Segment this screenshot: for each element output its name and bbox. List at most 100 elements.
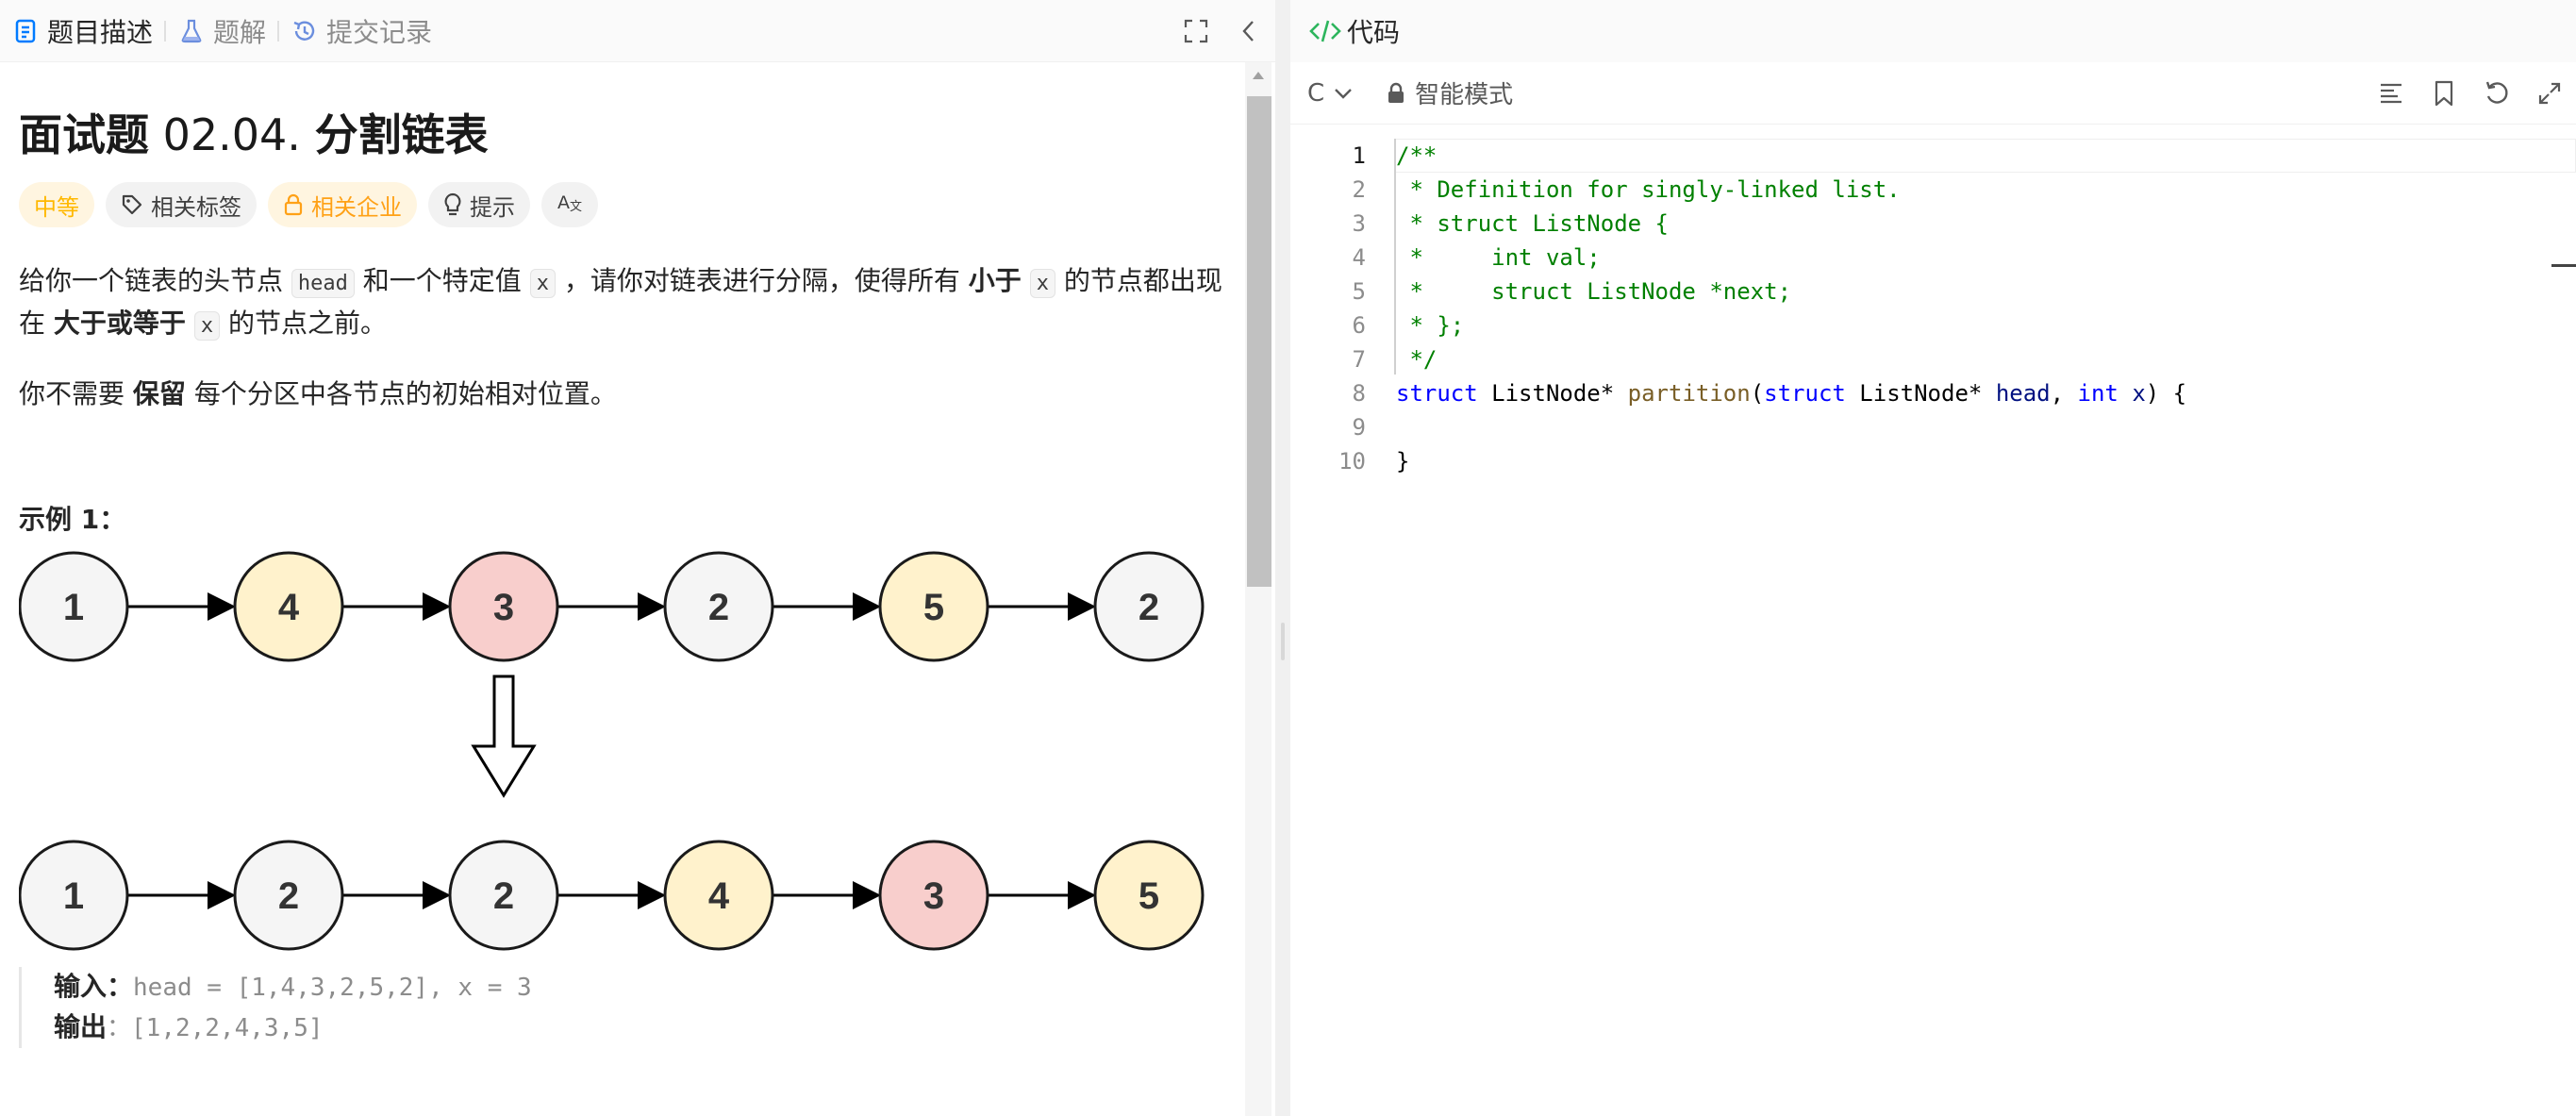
input-node-label: 4 — [278, 587, 300, 628]
svg-text:文: 文 — [570, 200, 582, 213]
output-node — [663, 840, 774, 951]
code-text: * Definition for singly-linked list. — [1396, 176, 1901, 203]
lock-icon — [283, 193, 304, 216]
lightbulb-icon — [443, 192, 462, 217]
code-line[interactable]: 9 — [1290, 410, 2576, 444]
related-companies-label: 相关企业 — [311, 193, 402, 221]
tab-description[interactable]: 题目描述 — [0, 0, 164, 62]
code-text: struct ListNode* partition(struct ListNo… — [1396, 380, 2187, 407]
input-node — [448, 551, 559, 662]
chevron-down-icon — [1334, 87, 1353, 100]
tab-divider — [277, 20, 280, 42]
line-number: 1 — [1352, 142, 1366, 169]
example-input: 输入：head = [1,4,3,2,5,2], x = 3 — [54, 971, 532, 1003]
scroll-thumb[interactable] — [1247, 96, 1271, 587]
fullscreen-icon[interactable] — [1170, 5, 1222, 58]
code-panel-title: 代码 — [1347, 17, 1401, 48]
output-node-label: 3 — [923, 875, 944, 917]
inline-code: x — [1029, 269, 1055, 299]
line-number: 7 — [1352, 346, 1366, 373]
related-companies-button[interactable]: 相关企业 — [268, 182, 417, 228]
code-text: */ — [1396, 346, 1438, 373]
language-selector[interactable]: C — [1307, 79, 1353, 108]
line-number: 5 — [1352, 278, 1366, 305]
tab-solutions-label: 题解 — [213, 16, 267, 48]
code-line[interactable]: 1/** — [1290, 139, 2576, 173]
code-text: * }; — [1396, 312, 1465, 339]
code-line[interactable]: 4 * int val; — [1290, 241, 2576, 275]
input-node-label: 3 — [493, 587, 514, 628]
indent-guide — [1394, 139, 1396, 375]
collapse-left-icon[interactable] — [1222, 5, 1275, 58]
output-node-label: 4 — [708, 875, 730, 917]
code-toolbar: C 智能模式 — [1290, 62, 2576, 125]
reset-icon[interactable] — [2470, 67, 2523, 120]
title-number: 02.04. — [149, 109, 315, 160]
code-text: } — [1396, 448, 1410, 475]
code-text: * struct ListNode { — [1396, 210, 1669, 237]
description-scrollbar[interactable] — [1245, 62, 1271, 1116]
line-number: 2 — [1352, 176, 1366, 203]
input-node-label: 1 — [63, 587, 84, 628]
example-title: 示例 1： — [19, 504, 126, 536]
code-line[interactable]: 2 * Definition for singly-linked list. — [1290, 173, 2576, 207]
bookmark-icon[interactable] — [2418, 67, 2470, 120]
problem-description: 给你一个链表的头节点 head 和一个特定值 x ，请你对链表进行分隔，使得所有… — [19, 261, 1236, 414]
document-icon — [11, 17, 40, 45]
title-name: 分割链表 — [314, 109, 489, 160]
line-number: 3 — [1352, 210, 1366, 237]
input-node-label: 2 — [1138, 587, 1159, 628]
resize-grip[interactable] — [1281, 623, 1285, 660]
code-editor[interactable]: 1/**2 * Definition for singly-linked lis… — [1290, 125, 2576, 1116]
hint-label: 提示 — [470, 193, 515, 221]
difficulty-badge: 中等 — [19, 182, 94, 228]
expand-icon[interactable] — [2523, 67, 2576, 120]
line-number: 4 — [1352, 244, 1366, 271]
tab-solutions[interactable]: 题解 — [166, 0, 277, 62]
problem-tabbar: 题目描述 题解 提交记录 — [0, 0, 1275, 62]
input-node — [233, 551, 344, 662]
input-node — [1093, 551, 1205, 662]
code-line[interactable]: 10} — [1290, 444, 2576, 478]
code-line[interactable]: 6 * }; — [1290, 308, 2576, 342]
inline-code: head — [291, 269, 355, 299]
down-arrow-icon — [471, 675, 537, 799]
format-code-icon[interactable] — [2365, 67, 2418, 120]
description-paragraph: 给你一个链表的头节点 head 和一个特定值 x ，请你对链表进行分隔，使得所有… — [19, 265, 1222, 341]
inline-code: x — [529, 269, 556, 299]
output-node-label: 2 — [278, 875, 299, 917]
input-node — [878, 551, 989, 662]
code-line[interactable]: 3 * struct ListNode { — [1290, 207, 2576, 241]
code-panel: 代码 C 智能模式 — [1290, 0, 2576, 1116]
tab-divider — [164, 20, 167, 42]
output-node — [1093, 840, 1205, 951]
lock-icon — [1387, 82, 1405, 105]
line-number: 10 — [1338, 448, 1366, 475]
input-node — [19, 551, 129, 662]
code-text: * int val; — [1396, 244, 1601, 271]
related-tags-button[interactable]: 相关标签 — [106, 182, 257, 228]
output-node — [448, 840, 559, 951]
problem-content: 面试题 02.04. 分割链表 中等 相关标签 相关企业 — [0, 62, 1245, 1116]
smart-mode-toggle[interactable]: 智能模式 — [1387, 75, 1513, 110]
tab-submissions-label: 提交记录 — [326, 16, 433, 48]
output-node — [19, 840, 129, 951]
difficulty-label: 中等 — [34, 193, 79, 221]
input-node-label: 2 — [708, 587, 729, 628]
code-line[interactable]: 5 * struct ListNode *next; — [1290, 275, 2576, 308]
hint-button[interactable]: 提示 — [428, 182, 530, 228]
output-node — [233, 840, 344, 951]
line-number: 6 — [1352, 312, 1366, 339]
code-line[interactable]: 7 */ — [1290, 342, 2576, 376]
tab-submissions[interactable]: 提交记录 — [279, 0, 443, 62]
example-io: 输入：head = [1,4,3,2,5,2], x = 3 输出：[1,2,2… — [19, 967, 1226, 1049]
tag-icon — [121, 193, 143, 216]
panel-resize-handle[interactable] — [1275, 0, 1290, 1116]
flask-icon — [177, 17, 206, 45]
language-label: C — [1307, 78, 1325, 108]
scroll-up-arrow[interactable] — [1253, 72, 1264, 79]
description-paragraph: 你不需要 保留 每个分区中各节点的初始相对位置。 — [19, 378, 617, 410]
